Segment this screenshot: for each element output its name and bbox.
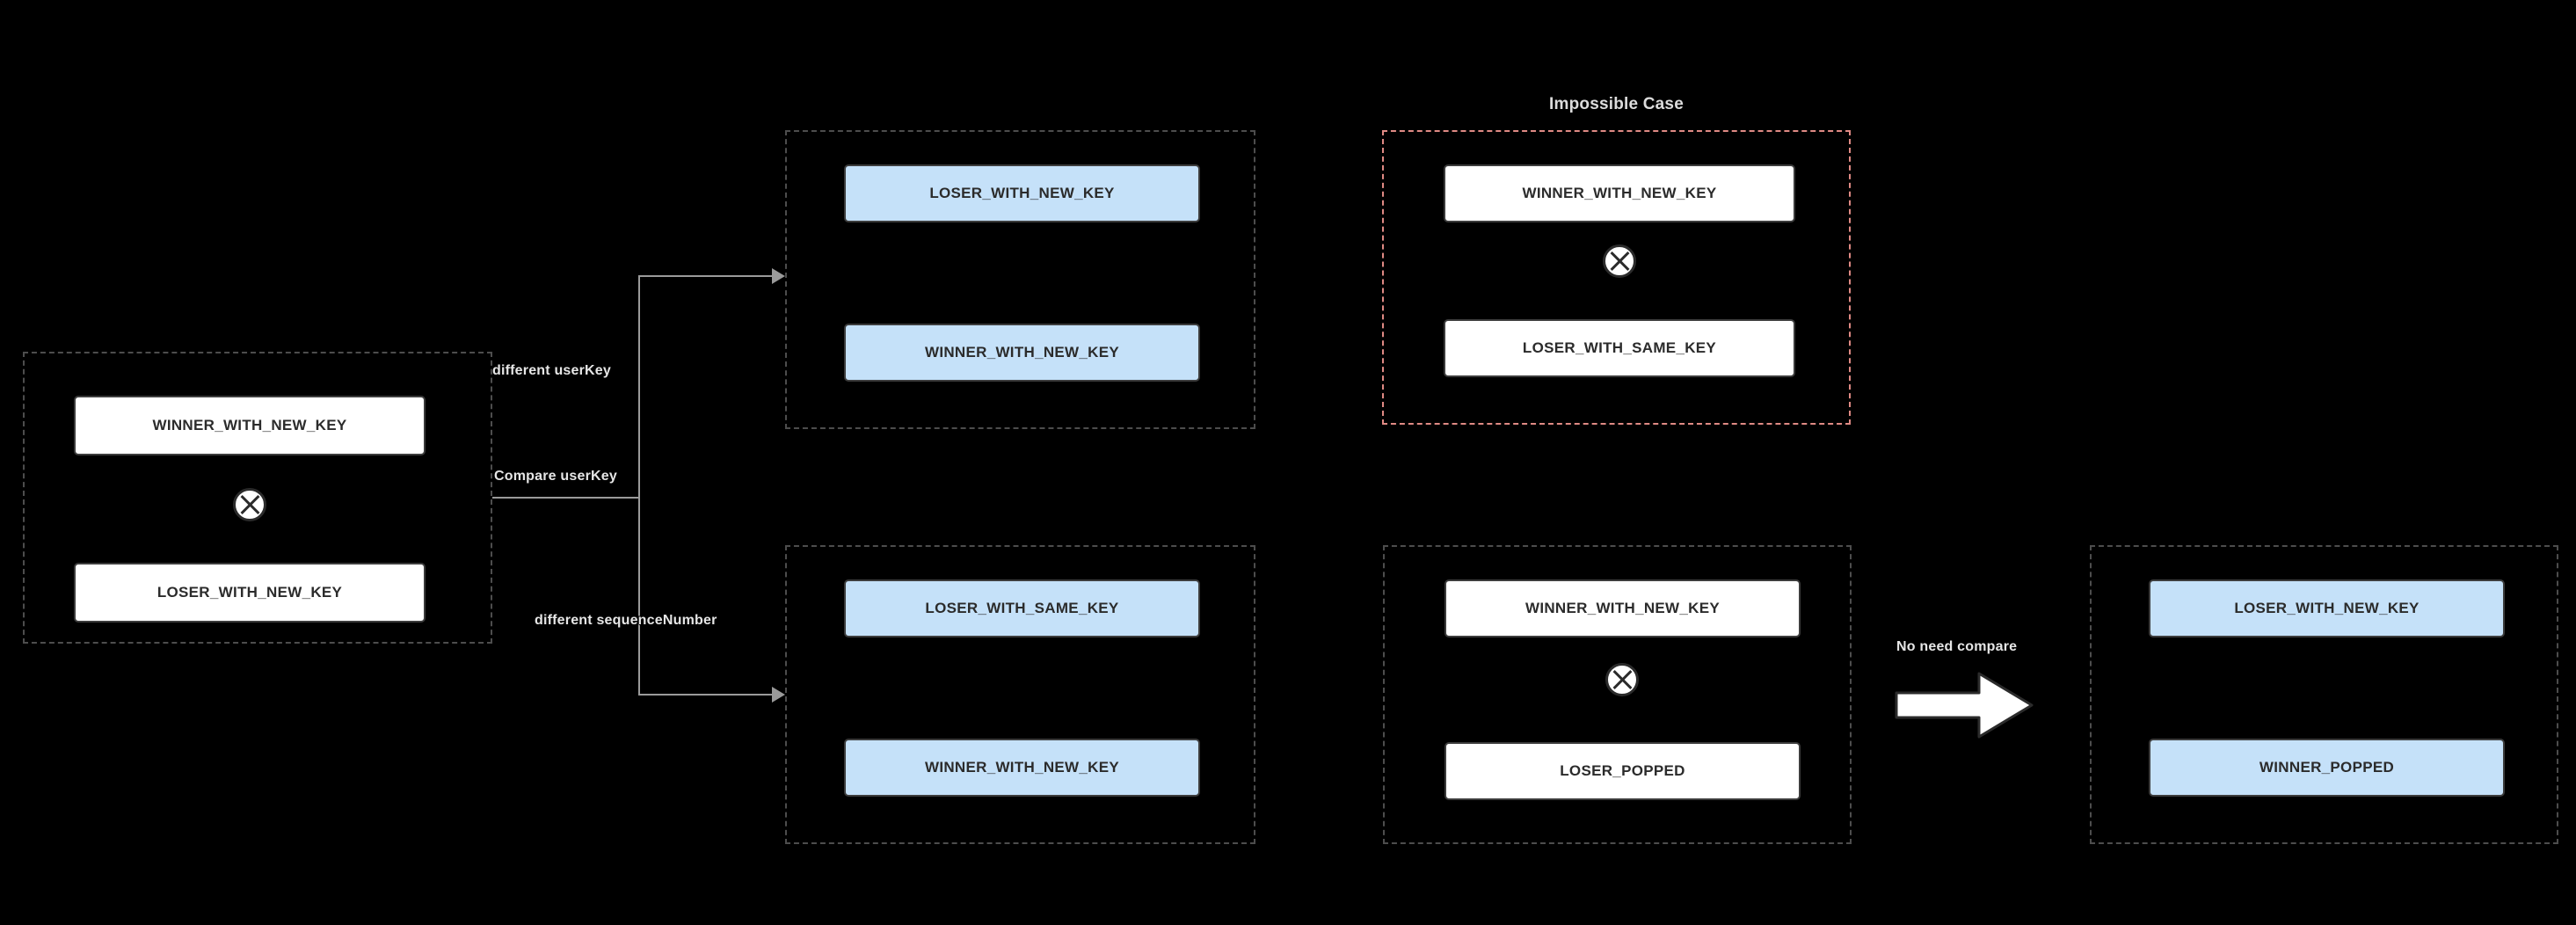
state-box-loser-with-same-key[interactable]: LOSER_WITH_SAME_KEY: [1444, 319, 1795, 377]
connector-trunk: [638, 275, 640, 696]
impossible-case-group: Impossible Case WINNER_WITH_NEW_KEY LOSE…: [1382, 95, 1851, 425]
different-user-key-group: LOSER_WITH_NEW_KEY WINNER_WITH_NEW_KEY: [785, 130, 1255, 429]
state-box-loser-with-new-key[interactable]: LOSER_WITH_NEW_KEY: [2149, 579, 2505, 637]
block-arrow-icon: [1895, 672, 2034, 739]
popped-input-group: WINNER_WITH_NEW_KEY LOSER_POPPED: [1383, 545, 1852, 844]
edge-label-different-sequence-number: different sequenceNumber: [535, 613, 717, 628]
connector-branch-top: [638, 275, 779, 277]
arrow-head-bottom: [772, 687, 785, 703]
connector-branch-bottom: [638, 694, 779, 696]
state-box-loser-popped[interactable]: LOSER_POPPED: [1444, 742, 1801, 800]
edge-label-different-user-key: different userKey: [492, 363, 611, 378]
state-box-loser-with-new-key[interactable]: LOSER_WITH_NEW_KEY: [844, 164, 1200, 222]
state-box-loser-with-new-key[interactable]: LOSER_WITH_NEW_KEY: [74, 563, 426, 623]
state-box-winner-popped[interactable]: WINNER_POPPED: [2149, 739, 2505, 797]
state-box-winner-with-new-key[interactable]: WINNER_WITH_NEW_KEY: [844, 324, 1200, 382]
edge-label-no-need-compare: No need compare: [1896, 639, 2018, 654]
state-box-loser-with-same-key[interactable]: LOSER_WITH_SAME_KEY: [844, 579, 1200, 637]
state-box-winner-with-new-key[interactable]: WINNER_WITH_NEW_KEY: [844, 739, 1200, 797]
impossible-case-title: Impossible Case: [1549, 95, 1684, 113]
state-box-winner-with-new-key[interactable]: WINNER_WITH_NEW_KEY: [1444, 164, 1795, 222]
edge-label-compare-user-key: Compare userKey: [494, 469, 617, 484]
different-sequence-number-group: LOSER_WITH_SAME_KEY WINNER_WITH_NEW_KEY: [785, 545, 1255, 844]
state-box-winner-with-new-key[interactable]: WINNER_WITH_NEW_KEY: [1444, 579, 1801, 637]
x-circle-icon: [1603, 244, 1636, 278]
state-box-winner-with-new-key[interactable]: WINNER_WITH_NEW_KEY: [74, 396, 426, 455]
connector-compare-stub: [492, 497, 640, 499]
arrow-head-top: [772, 268, 785, 284]
popped-output-group: LOSER_WITH_NEW_KEY WINNER_POPPED: [2090, 545, 2558, 844]
x-circle-icon: [1605, 663, 1639, 696]
x-circle-icon: [233, 488, 266, 521]
input-group: WINNER_WITH_NEW_KEY LOSER_WITH_NEW_KEY: [23, 352, 492, 644]
